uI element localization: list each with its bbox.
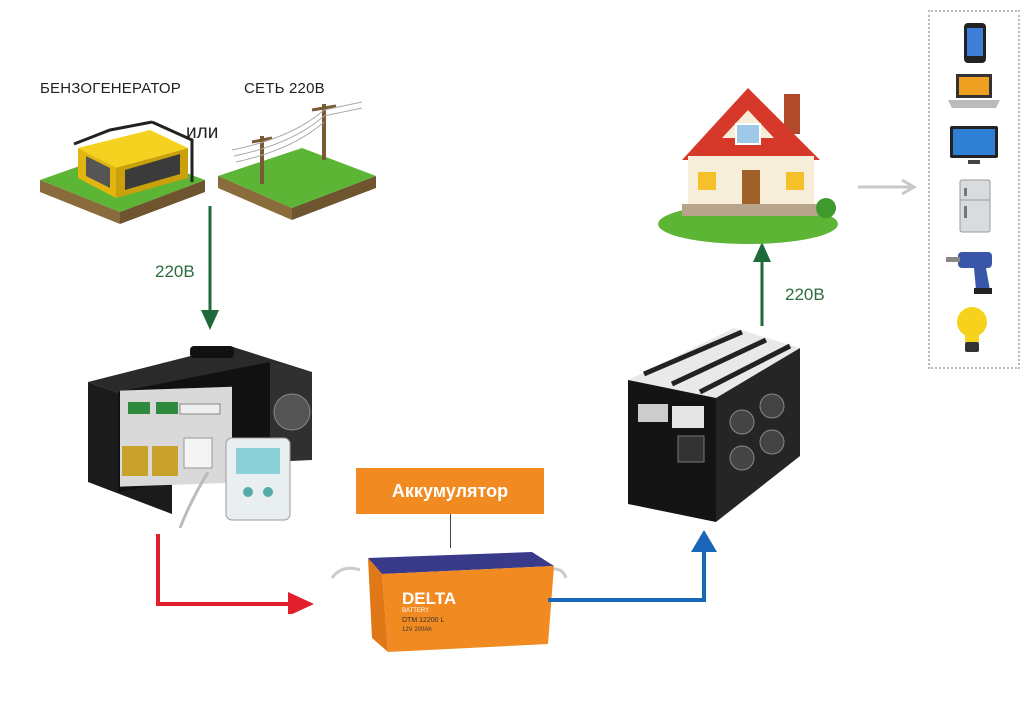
battery-brand-sub: BATTERY xyxy=(402,608,429,614)
power-grid-illustration xyxy=(218,101,376,220)
tv-icon xyxy=(950,126,998,164)
charger-device-illustration xyxy=(88,346,312,529)
output-voltage-label: 220В xyxy=(785,285,825,304)
battery-illustration: DELTA BATTERY DTM 12200 L 12V 200Ah xyxy=(330,552,568,652)
battery-title: Аккумулятор xyxy=(356,468,544,514)
consumer-arrow-icon xyxy=(858,178,917,196)
charge-arrow-icon xyxy=(156,534,314,614)
lightbulb-icon xyxy=(957,307,987,352)
battery-title-connector xyxy=(450,514,451,548)
generator-label: БЕНЗОГЕНЕРАТОР xyxy=(40,80,182,97)
generator-illustration xyxy=(40,120,205,224)
output-arrow-up-icon xyxy=(753,242,771,326)
inverter-illustration xyxy=(628,328,800,522)
consumers-panel xyxy=(928,10,1020,369)
or-label: или xyxy=(186,122,219,143)
battery-spec: 12V 200Ah xyxy=(402,627,432,633)
grid-label: СЕТЬ 220В xyxy=(244,80,325,97)
fridge-icon xyxy=(959,179,991,233)
laptop-icon xyxy=(948,74,1000,108)
input-arrow-down-icon xyxy=(201,206,219,330)
drill-icon xyxy=(946,252,992,294)
phone-icon xyxy=(964,23,986,63)
battery-model: DTM 12200 L xyxy=(402,617,445,624)
discharge-arrow-icon xyxy=(548,530,717,602)
battery-brand: DELTA xyxy=(402,589,456,608)
house-illustration xyxy=(658,88,838,244)
input-voltage-label: 220В xyxy=(155,262,195,281)
